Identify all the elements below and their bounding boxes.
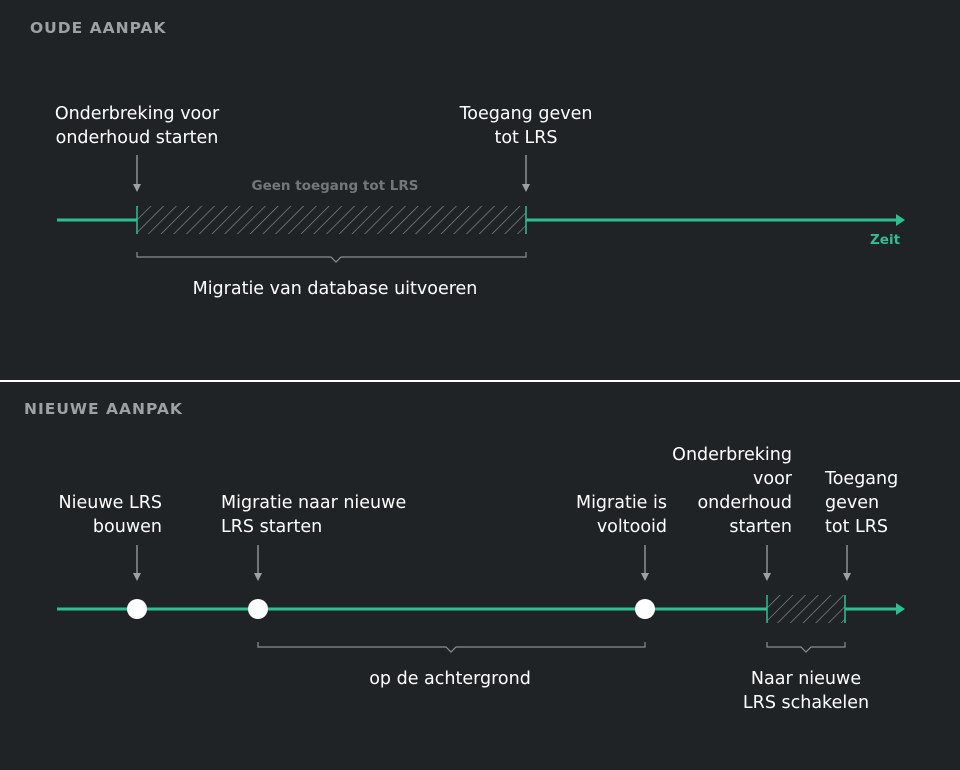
milestone-start-migration-dot bbox=[248, 599, 268, 619]
old-migration-label: Migratie van database uitvoeren bbox=[192, 279, 478, 299]
old-access-arrow-icon bbox=[522, 155, 530, 192]
new-maintenance-label: Onderbreking voor onderhoud starten bbox=[642, 443, 792, 539]
milestone-migration-complete-dot bbox=[635, 599, 655, 619]
milestone-build-dot bbox=[127, 599, 147, 619]
new-switch-hatch bbox=[767, 595, 845, 623]
new-build-arrow-icon bbox=[133, 545, 141, 581]
new-start-migration-label: Migratie naar nieuwe LRS starten bbox=[221, 491, 421, 539]
new-switch-line-1: Naar nieuwe bbox=[750, 669, 862, 689]
new-maintenance-line-4: starten bbox=[729, 517, 792, 537]
new-approach-heading: NIEUWE AANPAK bbox=[24, 400, 183, 418]
new-maintenance-line-3: onderhoud bbox=[697, 493, 792, 513]
old-start-arrow-icon bbox=[133, 155, 141, 192]
old-time-axis-label: Zeit bbox=[870, 232, 901, 248]
old-start-maintenance-line-2: onderhoud starten bbox=[55, 128, 219, 148]
new-build-line-1: Nieuwe LRS bbox=[58, 493, 162, 513]
new-maintenance-line-1: Onderbreking bbox=[672, 445, 792, 465]
new-background-brace bbox=[257, 642, 646, 653]
old-access-line-2: tot LRS bbox=[494, 128, 558, 148]
old-start-maintenance-line-1: Onderbreking voor bbox=[54, 104, 220, 124]
old-access-label: Toegang geven tot LRS bbox=[426, 102, 626, 150]
new-migration-complete-label: Migratie is voltooid bbox=[547, 491, 667, 539]
old-timeline-arrowhead bbox=[896, 214, 905, 226]
new-access-line-1: Toegang bbox=[825, 469, 899, 489]
new-timeline-arrowhead bbox=[896, 603, 905, 615]
new-maintenance-line-2: voor bbox=[753, 469, 792, 489]
new-maintenance-arrow-icon bbox=[763, 545, 771, 581]
new-complete-line-1: Migratie is bbox=[575, 493, 667, 513]
new-access-arrow-icon bbox=[843, 545, 851, 581]
new-access-line-2: geven bbox=[825, 493, 880, 513]
old-access-line-1: Toegang geven bbox=[459, 104, 593, 124]
new-switch-label: Naar nieuwe LRS schakelen bbox=[716, 667, 896, 715]
old-migration-brace bbox=[136, 252, 527, 263]
old-start-maintenance-label: Onderbreking voor onderhoud starten bbox=[37, 102, 237, 150]
new-complete-line-2: voltooid bbox=[596, 517, 667, 537]
old-no-access-hatch bbox=[137, 206, 526, 234]
new-access-label: Toegang geven tot LRS bbox=[825, 467, 945, 539]
old-approach-heading: OUDE AANPAK bbox=[30, 19, 167, 37]
new-build-line-2: bouwen bbox=[92, 517, 162, 537]
old-no-access-label: Geen toegang tot LRS bbox=[251, 178, 419, 194]
new-start-migration-line-2: LRS starten bbox=[221, 517, 323, 537]
new-switch-line-2: LRS schakelen bbox=[742, 693, 870, 713]
new-complete-arrow-icon bbox=[641, 545, 649, 581]
new-start-migration-arrow-icon bbox=[254, 545, 262, 581]
new-background-label: op de achtergrond bbox=[369, 669, 531, 689]
new-access-line-3: tot LRS bbox=[825, 517, 889, 537]
new-switch-brace bbox=[766, 642, 846, 653]
new-build-label: Nieuwe LRS bouwen bbox=[42, 491, 162, 539]
new-start-migration-line-1: Migratie naar nieuwe bbox=[221, 493, 407, 513]
